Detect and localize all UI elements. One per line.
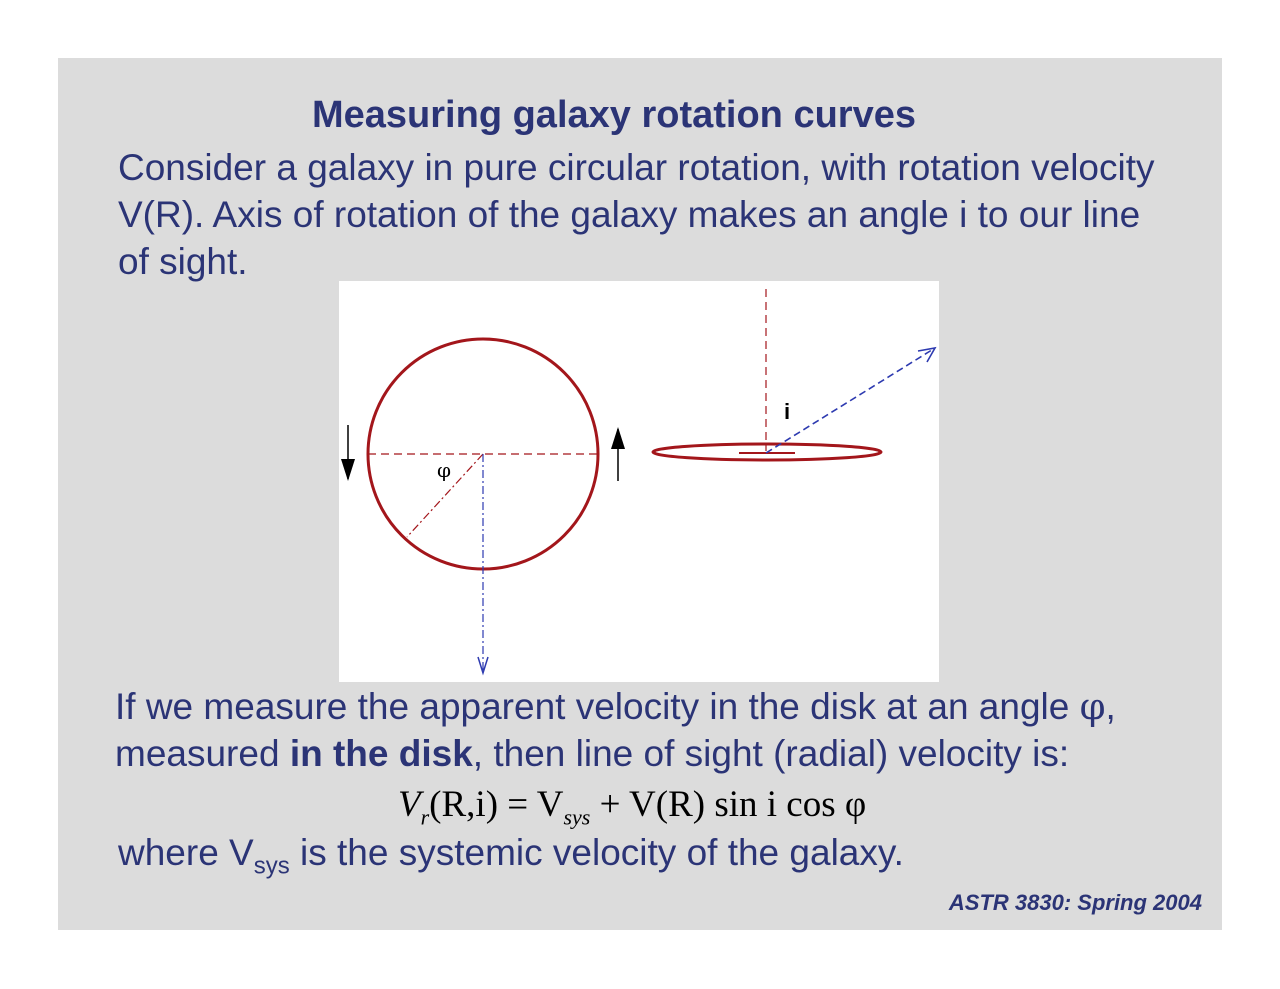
comma: , xyxy=(1105,686,1116,727)
eq-r-sub: r xyxy=(420,804,430,830)
eq-sys-sub: sys xyxy=(563,804,591,830)
slide: Measuring galaxy rotation curves Conside… xyxy=(58,58,1222,930)
eq-args: (R,i) = V xyxy=(429,784,564,825)
line-of-sight xyxy=(765,347,936,454)
i-label: i xyxy=(784,399,790,424)
phi-radius xyxy=(406,453,484,538)
where-text-1: where V xyxy=(118,832,254,873)
velocity-equation: Vr(R,i) = Vsys + V(R) sin i cos φ xyxy=(398,783,866,830)
measure-text-1: If we measure the apparent velocity in t… xyxy=(115,686,1080,727)
where-sys-sub: sys xyxy=(253,852,290,880)
measure-text-2: measured xyxy=(115,733,290,774)
measure-text-3: , then line of sight (radial) velocity i… xyxy=(472,733,1070,774)
edge-on-disk xyxy=(651,442,883,462)
in-the-disk: in the disk xyxy=(289,733,473,774)
course-footer: ASTR 3830: Spring 2004 xyxy=(948,890,1202,915)
intro-paragraph: Consider a galaxy in pure circular rotat… xyxy=(118,147,1155,282)
slide-title: Measuring galaxy rotation curves xyxy=(312,94,916,136)
measurement-paragraph: If we measure the apparent velocity in t… xyxy=(115,683,1195,777)
where-text-2: is the systemic velocity of the galaxy. xyxy=(289,832,904,873)
line-of-sight-arrowhead xyxy=(917,346,937,363)
rotation-diagram: φ i xyxy=(339,281,939,682)
phi-symbol: φ xyxy=(1079,685,1106,728)
eq-v: V xyxy=(398,784,421,825)
phi-label: φ xyxy=(437,458,451,482)
where-paragraph: where Vsys is the systemic velocity of t… xyxy=(118,829,1118,889)
sightline-arrowhead xyxy=(477,656,489,676)
right-arrowhead xyxy=(611,427,625,449)
left-arrowhead xyxy=(341,459,355,481)
eq-rhs: + V(R) sin i cos φ xyxy=(590,784,867,825)
